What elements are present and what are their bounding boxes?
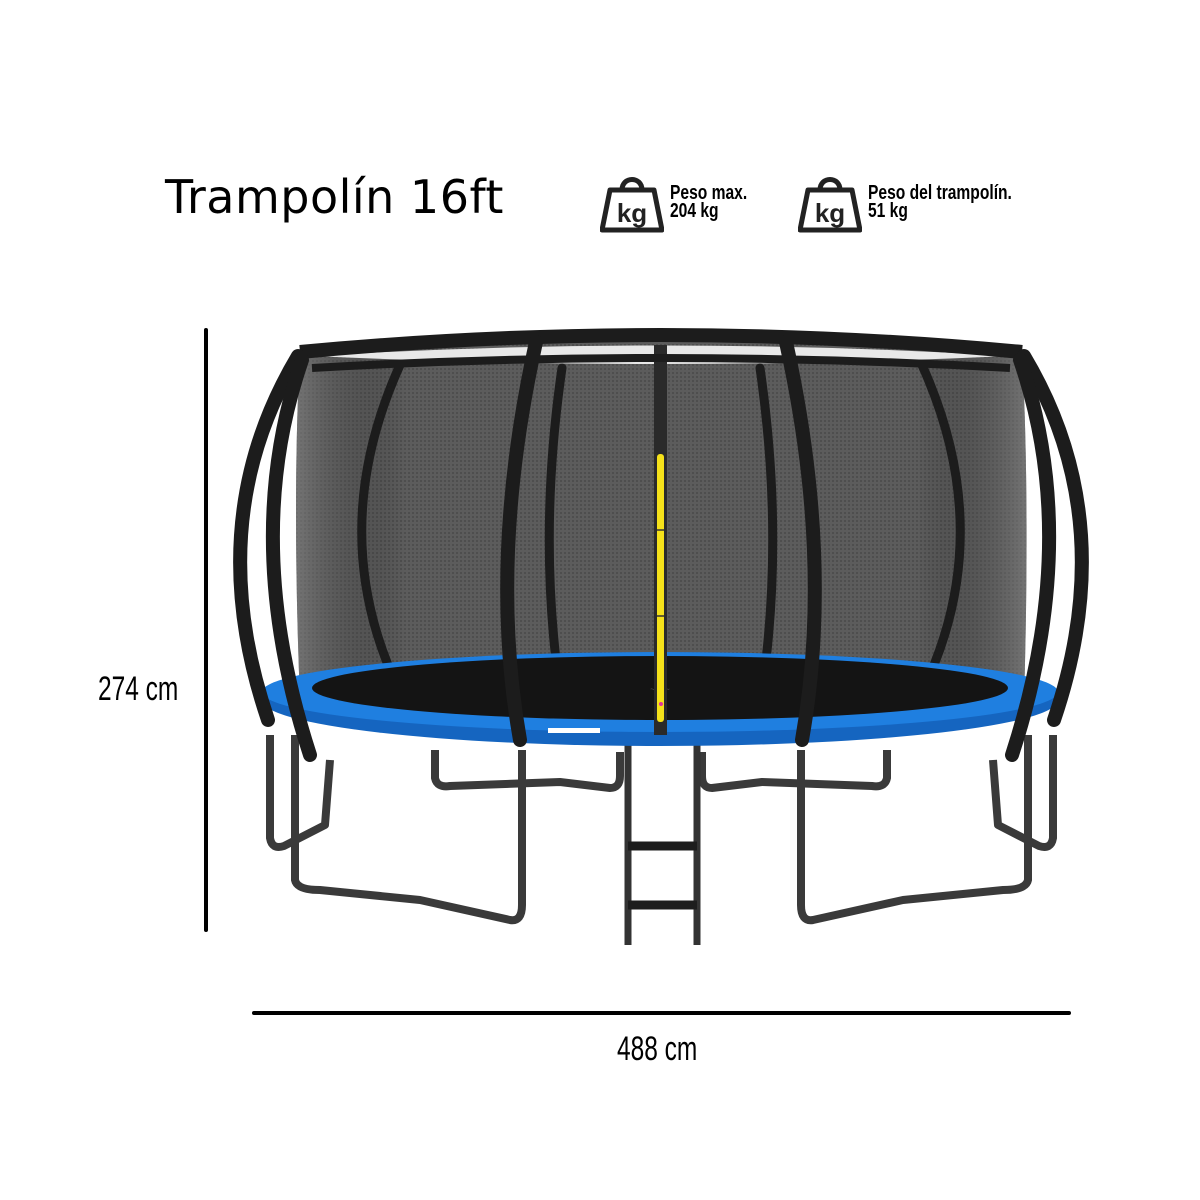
front-poles (233, 335, 1089, 762)
frame-legs (266, 735, 1057, 925)
spec-max-weight: kg Peso max. 204 kg (600, 168, 769, 236)
center-pole (657, 454, 664, 722)
kg-weight-icon: kg (600, 177, 664, 233)
height-dimension-label: 274 cm (98, 670, 179, 708)
ladder (624, 745, 701, 945)
kg-icon-label: kg (617, 198, 647, 228)
back-poles (357, 360, 965, 670)
product-title: Trampolín 16ft (165, 170, 504, 224)
spec-trampoline-weight-label: Peso del trampolín. (868, 182, 1012, 204)
pad-label-sticker (548, 728, 600, 733)
kg-weight-icon: kg (798, 177, 862, 233)
spec-trampoline-weight: kg Peso del trampolín. 51 kg (798, 168, 1052, 236)
spec-trampoline-weight-value: 51 kg (868, 200, 908, 222)
top-ring (299, 328, 1023, 359)
spec-max-weight-value: 204 kg (670, 200, 719, 222)
spec-max-weight-label: Peso max. (670, 182, 748, 204)
kg-icon-label: kg (815, 198, 845, 228)
diameter-dimension-label: 488 cm (617, 1030, 698, 1068)
